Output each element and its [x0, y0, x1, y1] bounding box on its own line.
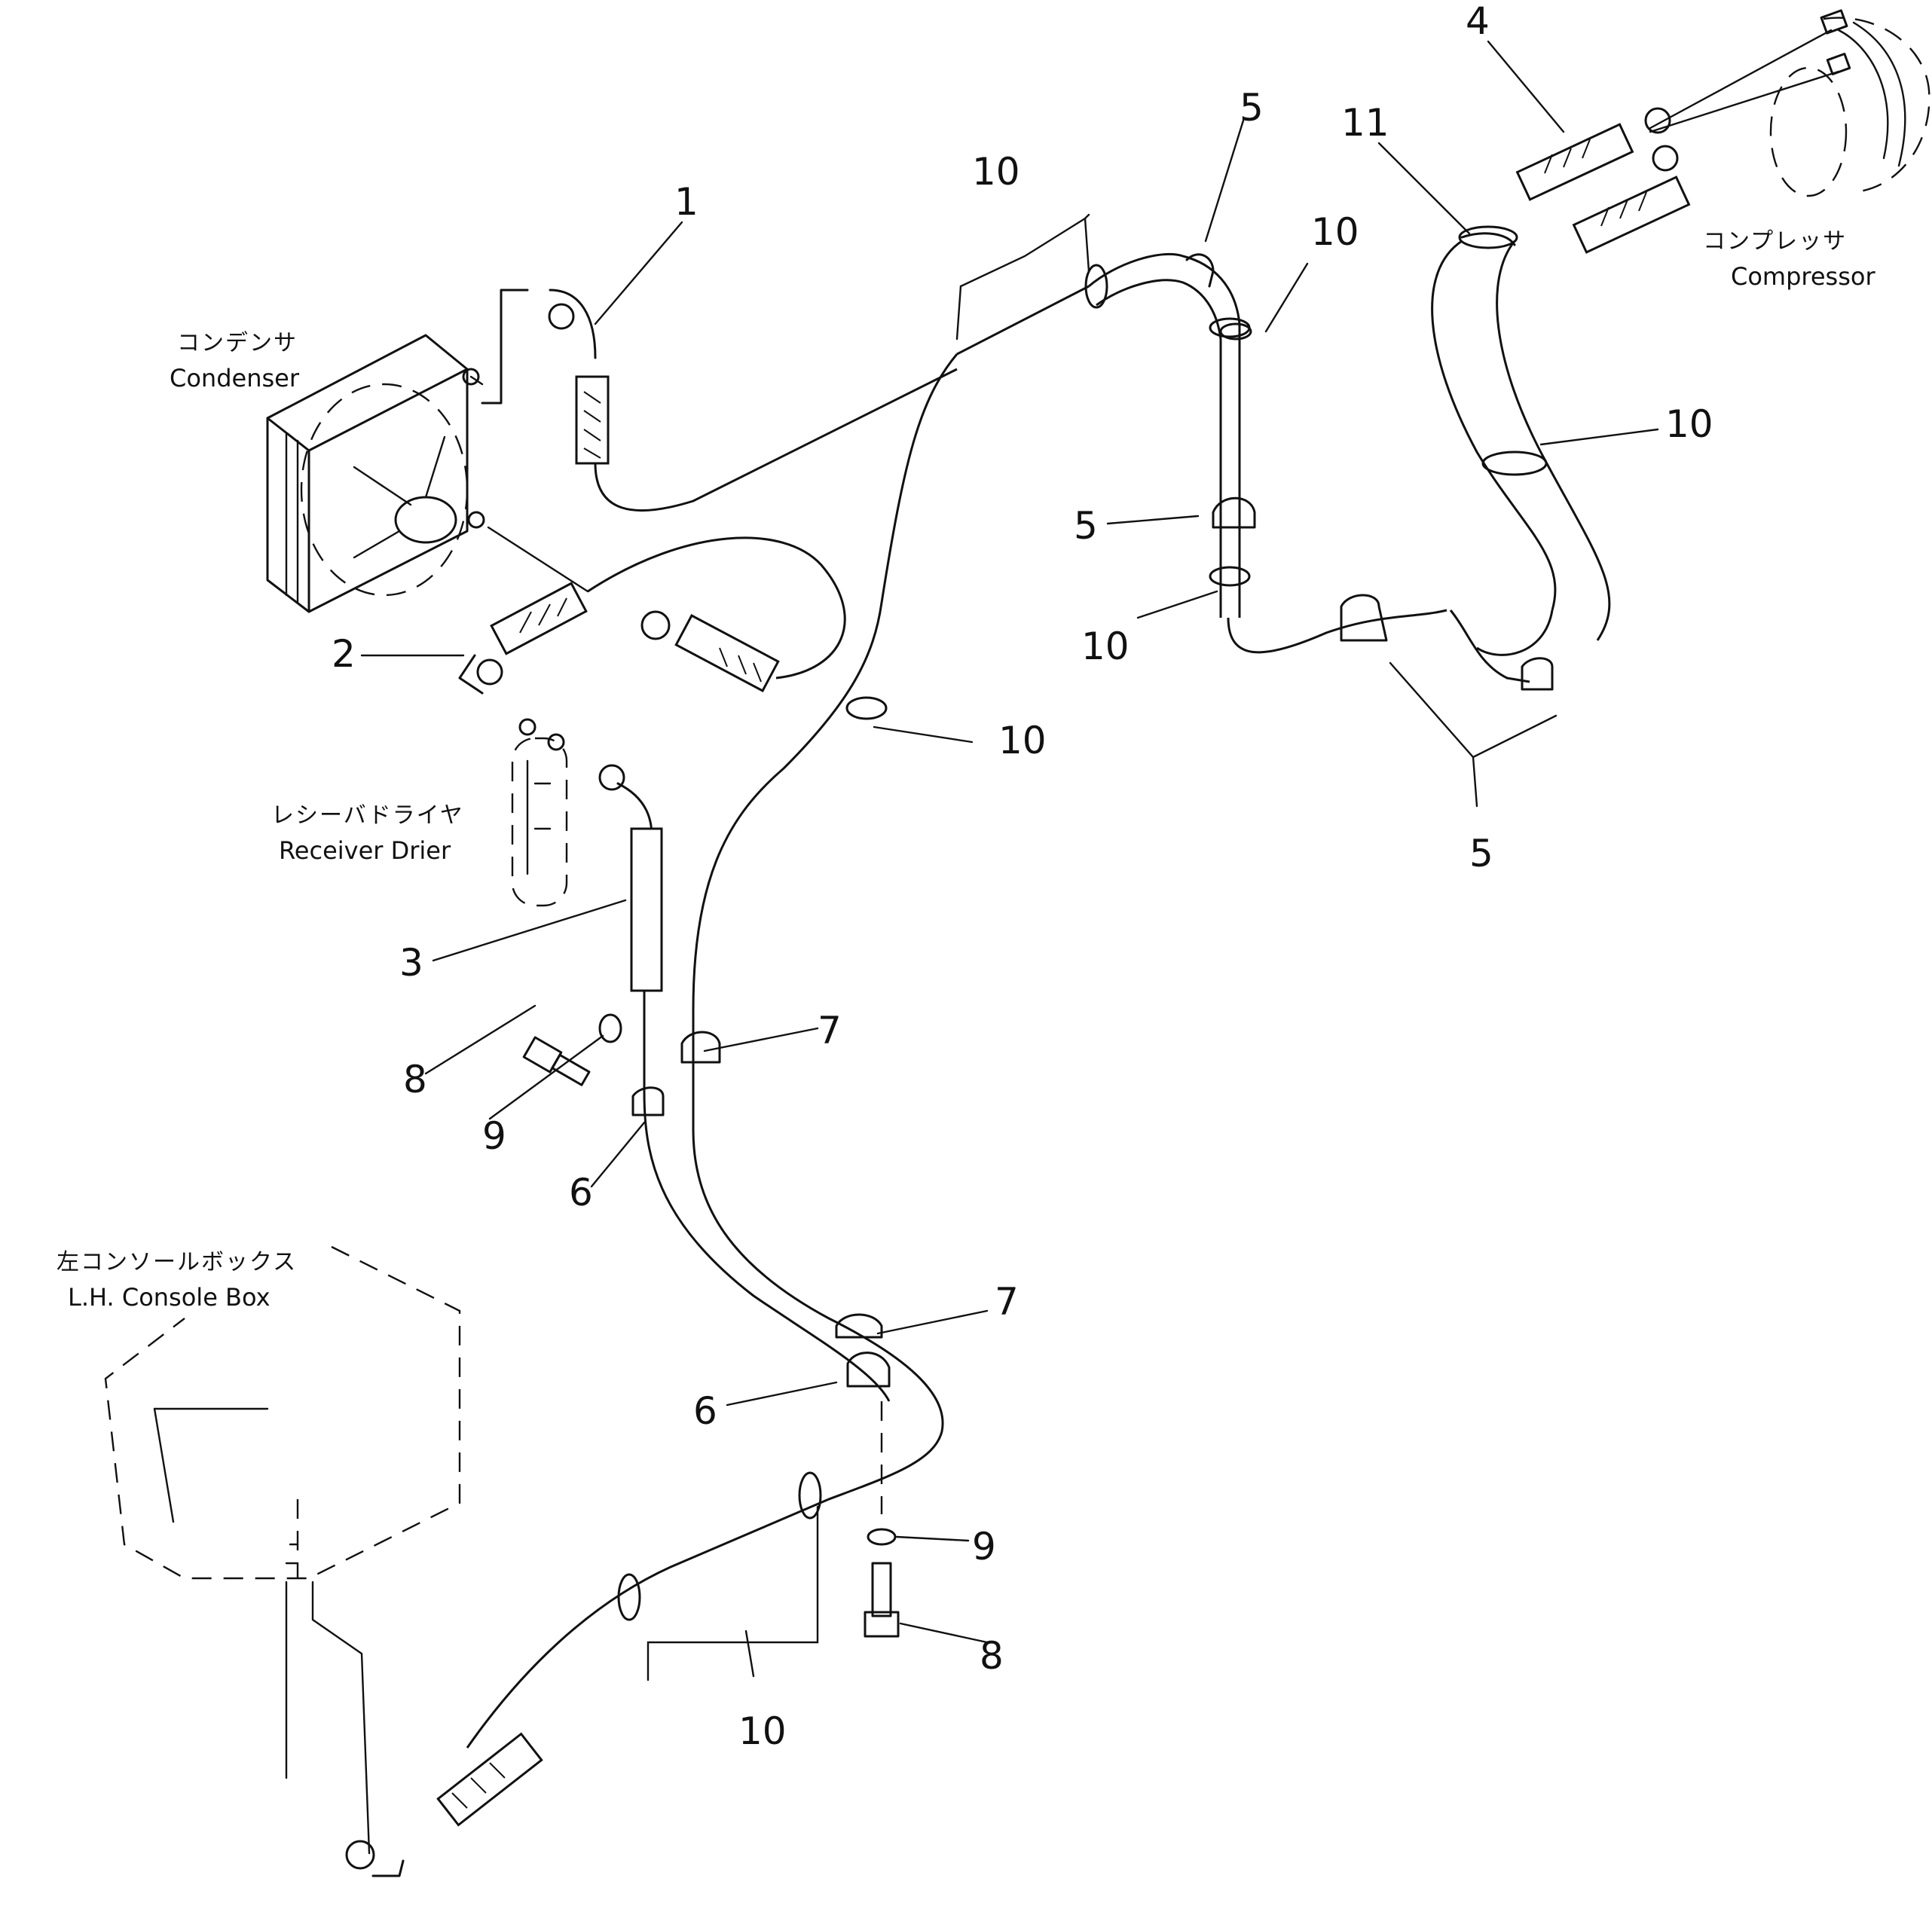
compressor-label-en: Compressor [1731, 262, 1875, 291]
clamps [617, 322, 1554, 1621]
callout-10f: 10 [738, 1709, 787, 1753]
callout-1: 1 [674, 180, 699, 224]
callout-7b: 7 [995, 1280, 1019, 1324]
callout-3: 3 [399, 941, 423, 985]
console-box-label-en: L.H. Console Box [68, 1283, 271, 1312]
callout-6a: 6 [569, 1171, 593, 1214]
console-box-drawing [104, 1245, 461, 1855]
receiver-drier-label-jp: レシーバドライヤ [271, 802, 464, 829]
callout-4: 4 [1466, 0, 1490, 43]
condenser-drawing [266, 334, 485, 613]
center-pipe [1084, 252, 1530, 683]
condenser-label-jp: コンデンサ [177, 330, 298, 356]
callout-10b: 10 [1311, 210, 1359, 254]
hose-1 [469, 285, 1090, 512]
middle-hose [692, 353, 958, 1010]
callout-10a: 10 [972, 150, 1020, 194]
callout-6b: 6 [693, 1389, 717, 1433]
hose-11 [1431, 225, 1611, 656]
component-labels: コンデンサ Condenser コンプレッサ Compressor レシーバドラ… [57, 228, 1875, 1312]
callout-9a: 9 [482, 1114, 506, 1158]
callout-8b: 8 [980, 1634, 1004, 1678]
condenser-label-en: Condenser [170, 364, 300, 393]
receiver-drier-drawing [511, 718, 568, 907]
hose-2 [458, 526, 846, 695]
callout-numbers: 1 2 3 4 5 5 5 6 6 7 7 8 8 9 9 10 10 10 1… [332, 0, 1713, 1753]
callout-5c: 5 [1469, 832, 1493, 875]
bolt-washer-upper [522, 1013, 622, 1086]
hose-3 [345, 764, 944, 1877]
compressor-drawing [1769, 9, 1930, 197]
receiver-drier-label-en: Receiver Drier [279, 836, 451, 865]
callout-10c: 10 [1665, 402, 1713, 446]
callout-10d: 10 [1081, 625, 1130, 668]
callout-10e: 10 [998, 719, 1047, 762]
bolt-washer-lower [864, 1401, 900, 1638]
callout-5b: 5 [1074, 504, 1098, 548]
hose-4 [1515, 29, 1840, 254]
callout-9b: 9 [972, 1525, 996, 1568]
leader-lines [360, 40, 1659, 1681]
callout-11: 11 [1341, 101, 1389, 145]
console-box-label-jp: 左コンソールボックス [57, 1249, 297, 1275]
callout-7a: 7 [818, 1009, 842, 1052]
callout-5a: 5 [1240, 86, 1264, 130]
callout-2: 2 [332, 632, 356, 676]
callout-8a: 8 [403, 1058, 427, 1101]
compressor-label-jp: コンプレッサ [1703, 228, 1847, 255]
